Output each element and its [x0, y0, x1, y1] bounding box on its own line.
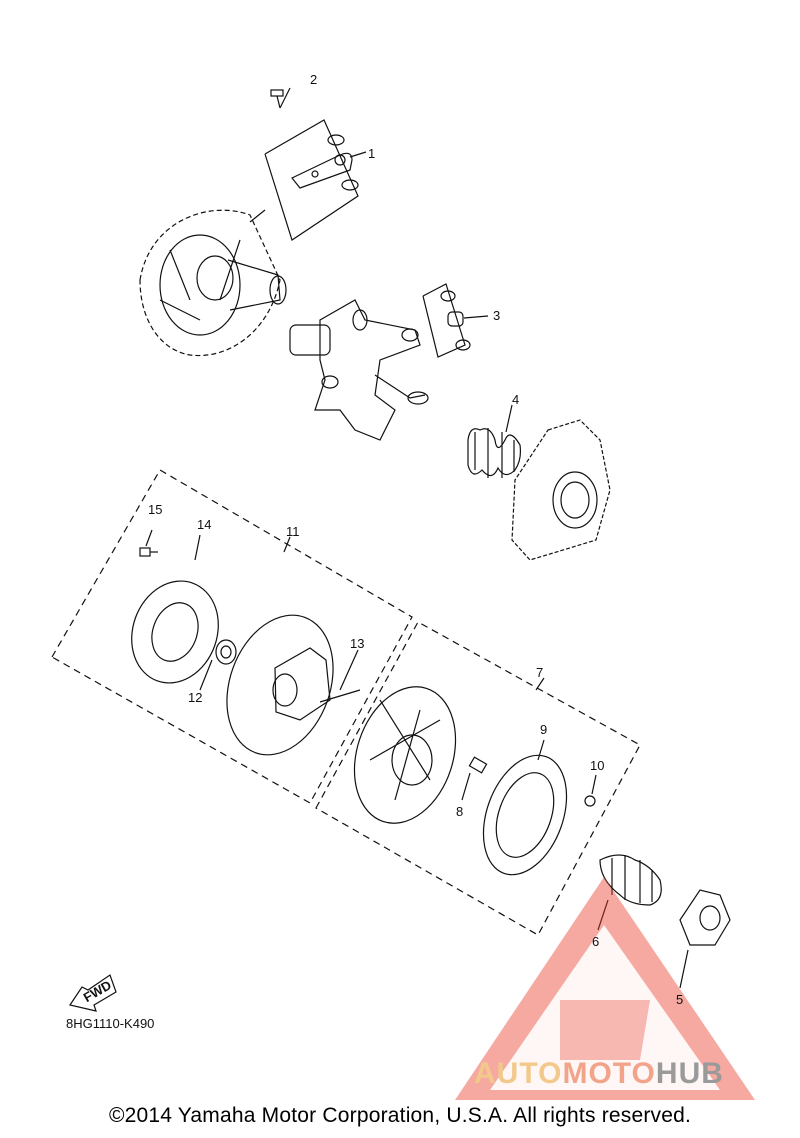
- callout-4: 4: [512, 392, 519, 407]
- fixed-sheave: [139, 209, 287, 357]
- fwd-arrow-icon: [69, 974, 117, 1012]
- cam-part-5: [679, 889, 731, 989]
- fwd-label: FWD: [81, 977, 114, 1005]
- plate-part-9: [482, 739, 568, 876]
- callout-13: 13: [350, 636, 364, 651]
- callout-3: 3: [493, 308, 500, 323]
- callout-7: 7: [536, 665, 543, 680]
- callout-5: 5: [676, 992, 683, 1007]
- weight-plate: [353, 686, 457, 824]
- assembly-7-box: [315, 621, 641, 936]
- callout-14: 14: [197, 517, 211, 532]
- plate-part-14: [131, 534, 219, 684]
- callout-8: 8: [456, 804, 463, 819]
- spring-part-4: [467, 404, 522, 478]
- diagram-code: 8HG1110-K490: [66, 1016, 155, 1031]
- watermark-text-moto: MOTO: [562, 1057, 656, 1090]
- callouts: 1 2 3 4 5 6 7 8 9 10 11 12 13 14 15 FWD: [81, 72, 683, 1007]
- bolt-part-2: [270, 87, 291, 109]
- callout-9: 9: [540, 722, 547, 737]
- callout-15: 15: [148, 502, 162, 517]
- slider-part-8: [461, 756, 488, 801]
- watermark-text-auto: AUTO: [474, 1057, 563, 1090]
- assembly-11-box: [51, 469, 413, 804]
- bushing-part-3: [422, 283, 489, 358]
- watermark-text-hub: HUB: [655, 1057, 724, 1090]
- spider-shaft: [289, 299, 429, 441]
- copyright-notice: ©2014 Yamaha Motor Corporation, U.S.A. A…: [108, 1104, 692, 1127]
- movable-sheave: [226, 614, 361, 756]
- callout-6: 6: [592, 934, 599, 949]
- bearing-part-12: [199, 639, 237, 691]
- screw-part-10: [584, 774, 597, 807]
- watermark-text: AUTOMOTOHUB: [474, 1057, 724, 1091]
- spring-part-6: [597, 854, 662, 931]
- bracket-part-1: [249, 119, 367, 241]
- callout-10: 10: [590, 758, 604, 773]
- callout-11: 11: [286, 524, 300, 539]
- callout-2: 2: [310, 72, 317, 87]
- bolt-part-15: [139, 529, 158, 557]
- callout-1: 1: [368, 146, 375, 161]
- cover-plate: [511, 419, 611, 561]
- callout-12: 12: [188, 690, 202, 705]
